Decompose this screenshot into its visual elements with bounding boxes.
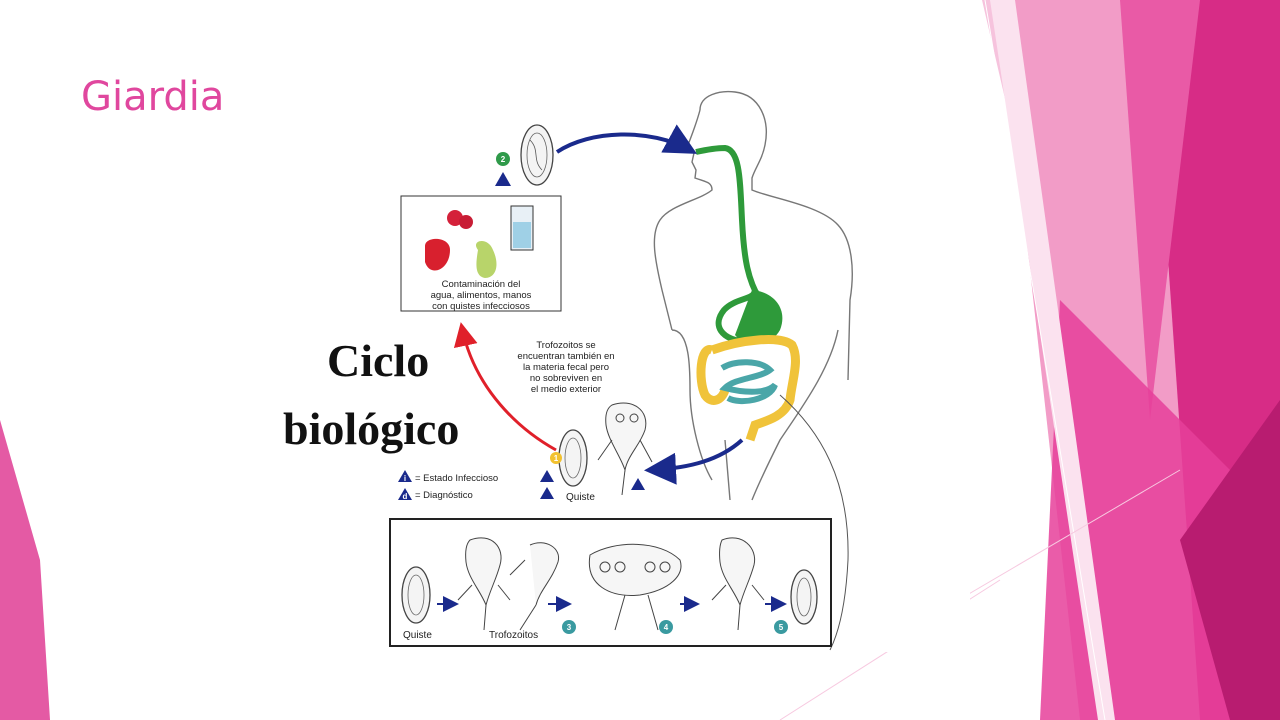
legend-infective-label: = Estado Infeccioso	[415, 473, 498, 484]
cyst-middle	[558, 429, 588, 487]
step-5-label: 5	[779, 623, 784, 632]
diagnostic-icon-trophozoite	[631, 478, 645, 490]
step-1-badge	[550, 452, 562, 464]
connector-line	[779, 394, 849, 651]
small-intestine	[719, 359, 778, 405]
strip-trophozoites-label: Trofozoitos	[489, 630, 538, 641]
bottom-strip: 3 4 5	[389, 518, 832, 647]
heading-line-1: Ciclo	[327, 335, 429, 386]
legend-diagnostic-symbol: d	[403, 492, 408, 501]
diagnostic-icon-middle	[540, 487, 554, 499]
svg-text:2: 2	[501, 155, 506, 164]
step-2-badge	[496, 152, 510, 166]
legend-diagnostic-label: = Diagnóstico	[415, 490, 473, 501]
step-3-label: 3	[567, 623, 572, 632]
step-4-label: 4	[664, 623, 669, 632]
contamination-line-2: agua, alimentos, manos	[431, 290, 532, 301]
note-line-5: el medio exterior	[531, 384, 601, 395]
cyst-top	[520, 124, 554, 186]
stomach	[735, 290, 783, 345]
contamination-line-3: con quistes infecciosos	[432, 301, 530, 312]
note-line-3: la materia fecal pero	[523, 362, 609, 373]
legend: i = Estado Infeccioso d = Diagnóstico	[398, 470, 498, 501]
contamination-line-1: Contaminación del	[442, 279, 521, 290]
infective-icon-middle	[540, 470, 554, 482]
slide-title: Giardia	[81, 74, 225, 120]
note-line-2: encuentran también en	[517, 351, 614, 362]
arrow-contamination	[453, 322, 557, 452]
infective-icon	[495, 172, 511, 186]
note-line-4: no sobreviven en	[530, 373, 602, 384]
trophozoite-middle	[597, 402, 653, 496]
note-line-1: Trofozoitos se	[536, 340, 595, 351]
strip-cyst-label: Quiste	[403, 630, 432, 641]
heading-line-2: biológico	[283, 403, 459, 454]
contamination-box	[400, 195, 562, 312]
legend-infective-symbol: i	[404, 474, 406, 483]
arrow-excretion	[644, 438, 744, 485]
large-intestine	[696, 335, 800, 442]
cyst-label: Quiste	[566, 492, 595, 503]
arrow-ingestion	[555, 124, 698, 154]
svg-text:1: 1	[554, 454, 559, 463]
